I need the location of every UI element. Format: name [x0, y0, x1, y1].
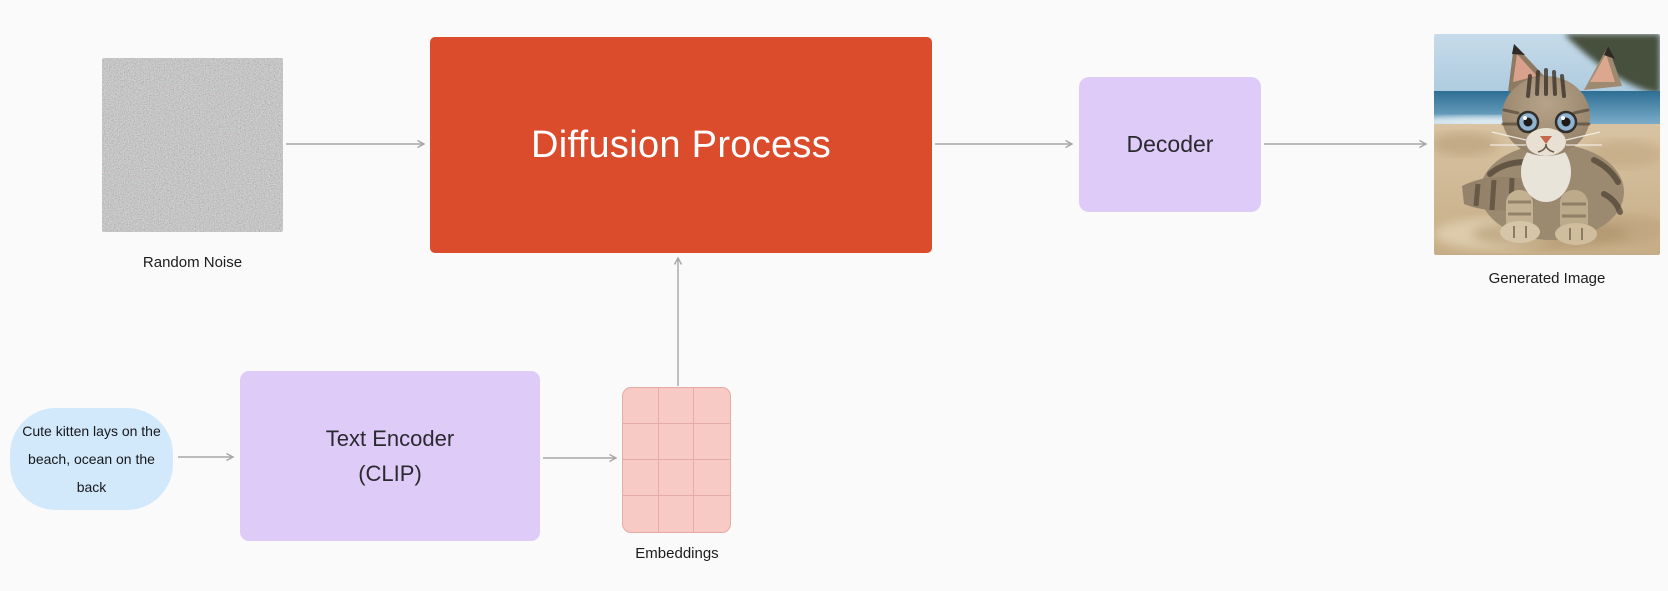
embedding-cell	[694, 460, 730, 496]
generated-image-label: Generated Image	[1488, 270, 1606, 287]
text-encoder-label-line2: (CLIP)	[358, 461, 422, 486]
embedding-cell	[623, 388, 659, 424]
prompt-text: Cute kitten lays on the beach, ocean on …	[22, 423, 161, 495]
embedding-cell	[658, 460, 695, 496]
embeddings-label: Embeddings	[635, 545, 719, 562]
random-noise-label: Random Noise	[142, 254, 243, 271]
embedding-cell	[659, 496, 695, 532]
text-encoder-label-line1: Text Encoder	[325, 426, 455, 451]
embedding-cell	[658, 424, 695, 460]
diffusion-process-label: Diffusion Process	[530, 123, 832, 166]
text-encoder-node: Text Encoder (CLIP)	[240, 371, 540, 541]
decoder-label: Decoder	[1126, 131, 1214, 157]
random-noise-image	[102, 58, 283, 232]
diffusion-process-node: Diffusion Process	[430, 37, 932, 253]
decoder-node: Decoder	[1079, 77, 1261, 212]
embedding-cell	[658, 388, 695, 424]
embedding-cell	[623, 424, 659, 460]
embedding-cell	[694, 424, 730, 460]
embedding-cell	[623, 460, 659, 496]
embedding-cell	[694, 388, 730, 424]
embedding-cell	[694, 496, 730, 532]
generated-image	[1434, 34, 1660, 255]
prompt-bubble: Cute kitten lays on the beach, ocean on …	[10, 408, 173, 510]
embeddings-grid	[622, 387, 731, 533]
embedding-cell	[623, 496, 659, 532]
